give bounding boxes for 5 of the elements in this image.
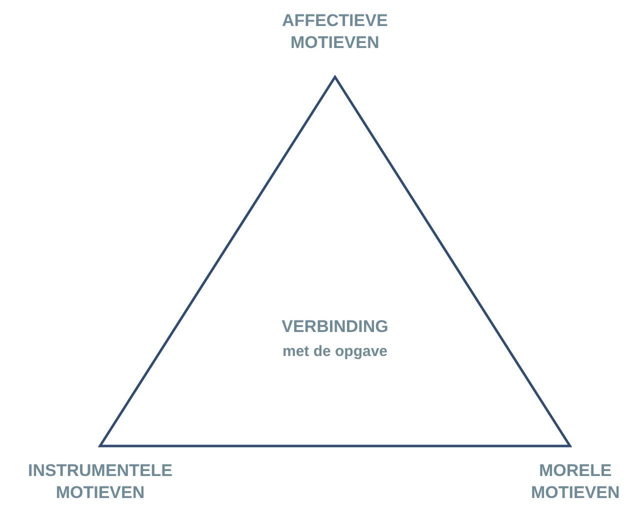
center-subtitle: met de opgave <box>281 343 389 360</box>
corner-label: MORELE MOTIEVEN <box>531 460 620 504</box>
corner-label: AFFECTIEVE MOTIEVEN <box>282 10 388 54</box>
center-heading: VERBINDING <box>280 317 390 337</box>
corner-label: INSTRUMENTELE MOTIEVEN <box>28 460 172 504</box>
